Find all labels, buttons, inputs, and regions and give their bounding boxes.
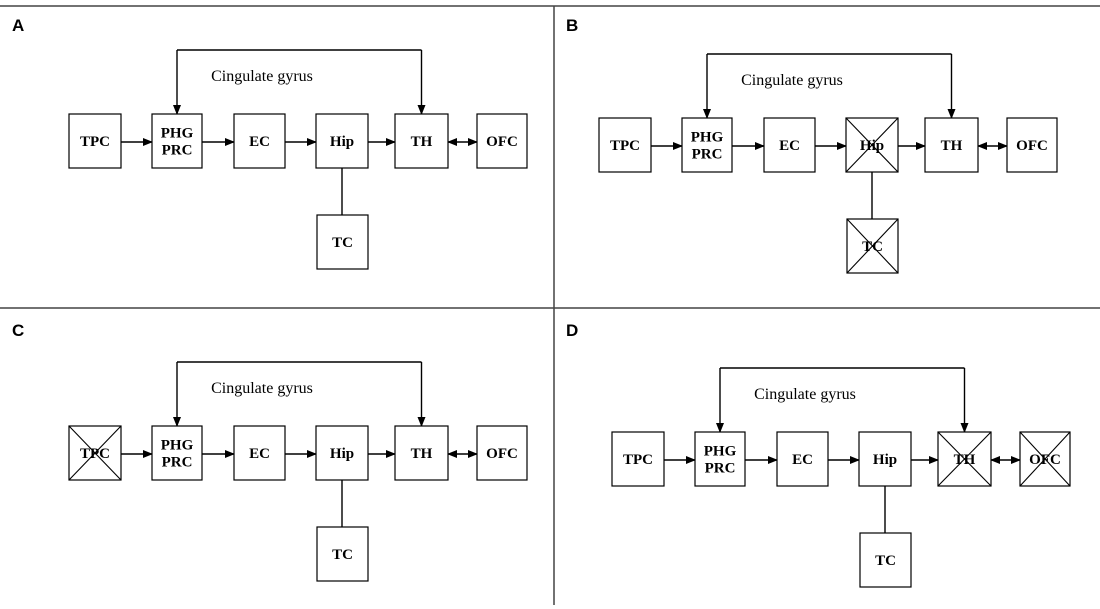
node-label: EC — [792, 452, 813, 468]
node-box — [598, 117, 652, 173]
node-label: TC — [332, 547, 353, 563]
node-label: EC — [249, 134, 270, 150]
lesion-cross-line — [846, 218, 899, 274]
node-label: Hip — [860, 138, 884, 154]
node-label: TC — [875, 553, 896, 569]
node-TH: TH — [937, 431, 992, 487]
node-OFC: OFC — [1006, 117, 1058, 173]
node-label: OFC — [486, 446, 518, 462]
node-box — [476, 425, 528, 481]
node-TPC: TPC — [68, 425, 122, 481]
node-box — [68, 113, 122, 169]
node-box — [1006, 117, 1058, 173]
node-box — [611, 431, 665, 487]
node-Hip: Hip — [858, 431, 912, 487]
node-label: OFC — [1029, 452, 1061, 468]
lesion-cross-line — [68, 425, 122, 481]
node-box — [316, 214, 369, 270]
node-label: EC — [779, 138, 800, 154]
cingulate-gyrus-label: Cingulate gyrus — [211, 68, 313, 85]
node-box — [924, 117, 979, 173]
node-label: TH — [954, 452, 976, 468]
node-box — [315, 113, 369, 169]
node-TH: TH — [924, 117, 979, 173]
node-TC: TC — [316, 526, 369, 582]
node-box — [694, 431, 746, 487]
panel-label: B — [566, 16, 578, 35]
lesion-cross-line — [937, 431, 992, 487]
node-TPC: TPC — [598, 117, 652, 173]
node-label: TH — [411, 134, 433, 150]
node-box — [394, 425, 449, 481]
lesion-cross-line — [845, 117, 899, 173]
panel-label: C — [12, 321, 24, 340]
node-label: TPC — [80, 134, 110, 150]
node-label: OFC — [486, 134, 518, 150]
node-label: Hip — [330, 446, 354, 462]
node-label: TPC — [80, 446, 110, 462]
node-box — [316, 526, 369, 582]
node-box — [394, 113, 449, 169]
node-TC: TC — [846, 218, 899, 274]
node-label: TC — [862, 239, 883, 255]
node-label: TH — [941, 138, 963, 154]
node-box — [681, 117, 733, 173]
node-label: TPC — [623, 452, 653, 468]
cingulate-gyrus-label: Cingulate gyrus — [741, 72, 843, 89]
cingulate-gyrus-label: Cingulate gyrus — [211, 380, 313, 397]
node-box — [476, 113, 528, 169]
node-box — [858, 431, 912, 487]
node-Hip: Hip — [315, 425, 369, 481]
node-Hip: Hip — [845, 117, 899, 173]
node-label: Hip — [330, 134, 354, 150]
node-label: TPC — [610, 138, 640, 154]
node-box — [151, 113, 203, 169]
panel-label: A — [12, 16, 24, 35]
panel-frame — [0, 5, 1100, 605]
node-label: TC — [332, 235, 353, 251]
node-EC: EC — [233, 425, 286, 481]
node-TPC: TPC — [68, 113, 122, 169]
node-box — [233, 113, 286, 169]
node-box — [151, 425, 203, 481]
node-label: TH — [411, 446, 433, 462]
node-EC: EC — [776, 431, 829, 487]
panel-label: D — [566, 321, 578, 340]
node-EC: EC — [763, 117, 816, 173]
node-TPC: TPC — [611, 431, 665, 487]
node-box — [233, 425, 286, 481]
node-OFC: OFC — [476, 425, 528, 481]
node-label: Hip — [873, 452, 897, 468]
node-TH: TH — [394, 113, 449, 169]
node-box — [315, 425, 369, 481]
node-label: OFC — [1016, 138, 1048, 154]
node-OFC: OFC — [1019, 431, 1071, 487]
node-Hip: Hip — [315, 113, 369, 169]
node-TH: TH — [394, 425, 449, 481]
cingulate-gyrus-label: Cingulate gyrus — [754, 386, 856, 403]
node-OFC: OFC — [476, 113, 528, 169]
node-TC: TC — [316, 214, 369, 270]
node-TC: TC — [859, 532, 912, 588]
node-box — [776, 431, 829, 487]
lesion-cross-line — [1019, 431, 1071, 487]
node-label: EC — [249, 446, 270, 462]
node-EC: EC — [233, 113, 286, 169]
node-box — [763, 117, 816, 173]
node-box — [859, 532, 912, 588]
